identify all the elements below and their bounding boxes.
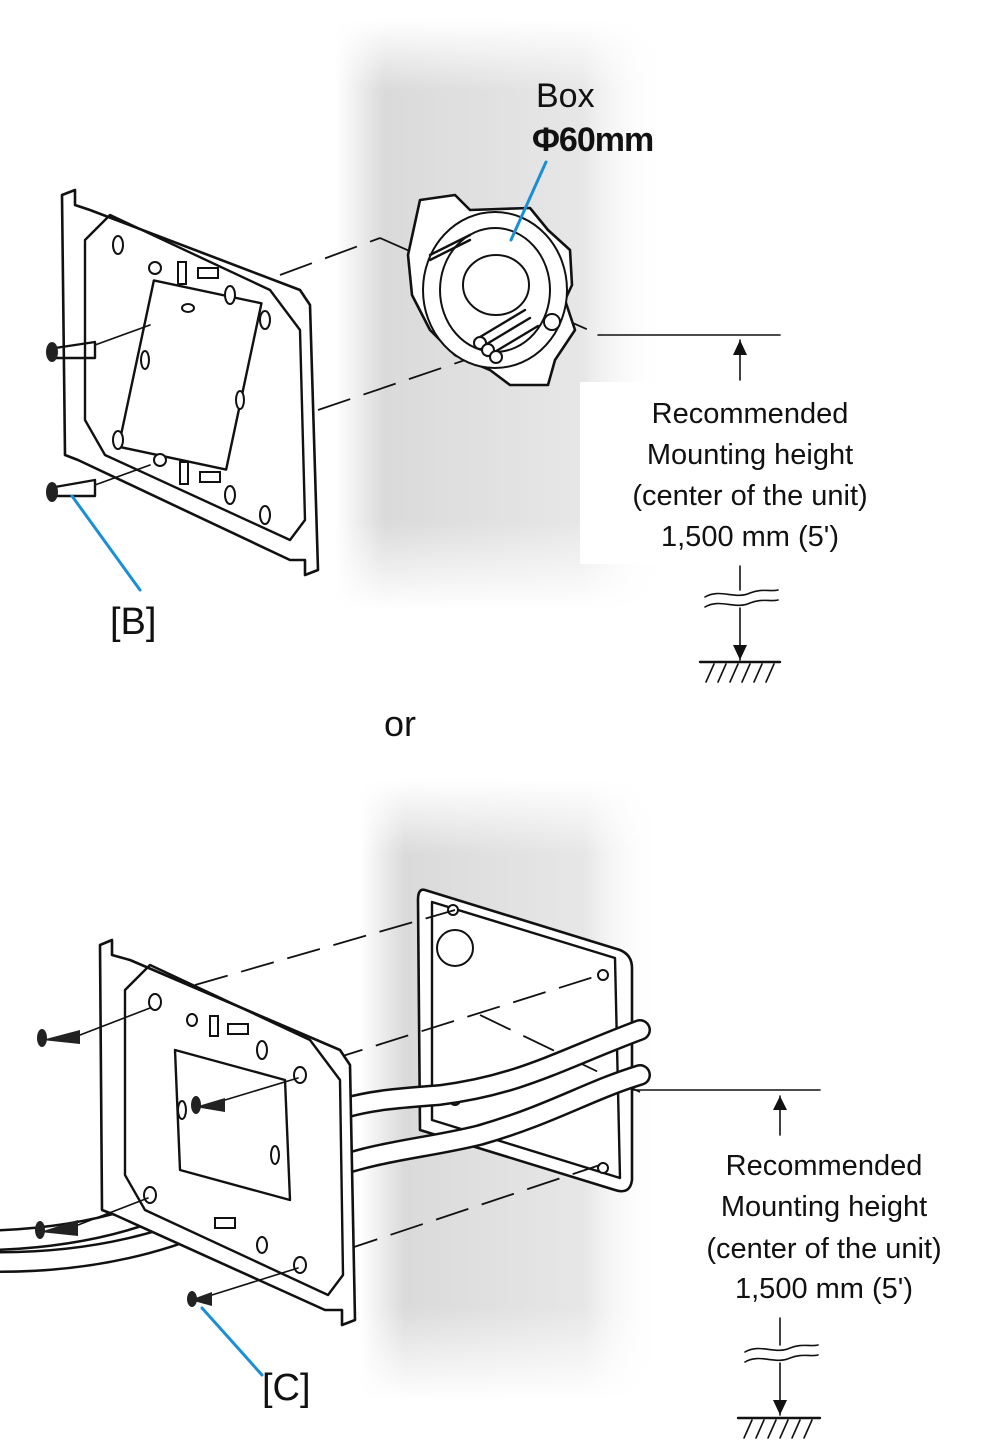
screw-icon (191, 1077, 299, 1114)
box-size-label: Φ60mm (532, 121, 653, 159)
screw-icon (46, 324, 151, 362)
height-note-line4: 1,500 mm (5') (735, 1273, 913, 1305)
height-note-top: Recommended Mounting height (center of t… (632, 398, 867, 553)
ground-symbol (736, 1416, 822, 1439)
ground-symbol (698, 660, 782, 683)
height-note-line2: Mounting height (647, 439, 853, 471)
or-separator: or (384, 703, 416, 744)
height-note-line1: Recommended (652, 398, 849, 430)
screw-b-label: [B] (110, 601, 156, 643)
height-note-line2: Mounting height (721, 1191, 927, 1223)
box-label: Box (536, 77, 595, 115)
square-box (416, 888, 634, 1193)
box-leader (509, 160, 548, 242)
screw-c-leader (200, 1306, 264, 1377)
height-note-line3: (center of the unit) (706, 1233, 941, 1265)
screw-icon (187, 1267, 299, 1307)
screw-c-label: [C] (262, 1367, 311, 1409)
screw-icon (35, 1197, 149, 1239)
screw-b-leader (70, 494, 142, 592)
height-note-line1: Recommended (726, 1150, 923, 1182)
bottom-diagram: [C] Recommended Mounting height (center … (0, 780, 995, 1439)
screw-icon (46, 464, 151, 502)
height-note-line4: 1,500 mm (5') (661, 521, 839, 553)
height-note-line3: (center of the unit) (632, 480, 867, 512)
height-note-bottom: Recommended Mounting height (center of t… (706, 1150, 941, 1305)
screw-icon (37, 1007, 151, 1047)
mounting-plate-bottom (98, 938, 357, 1327)
mounting-plate-top (60, 188, 320, 577)
round-box (406, 193, 577, 387)
height-arrow (744, 1095, 819, 1416)
top-diagram: Box Φ60mm [B] Recommended Mounting heigh… (46, 20, 920, 683)
height-arrow (704, 339, 779, 661)
plate-holes-top (112, 235, 271, 525)
